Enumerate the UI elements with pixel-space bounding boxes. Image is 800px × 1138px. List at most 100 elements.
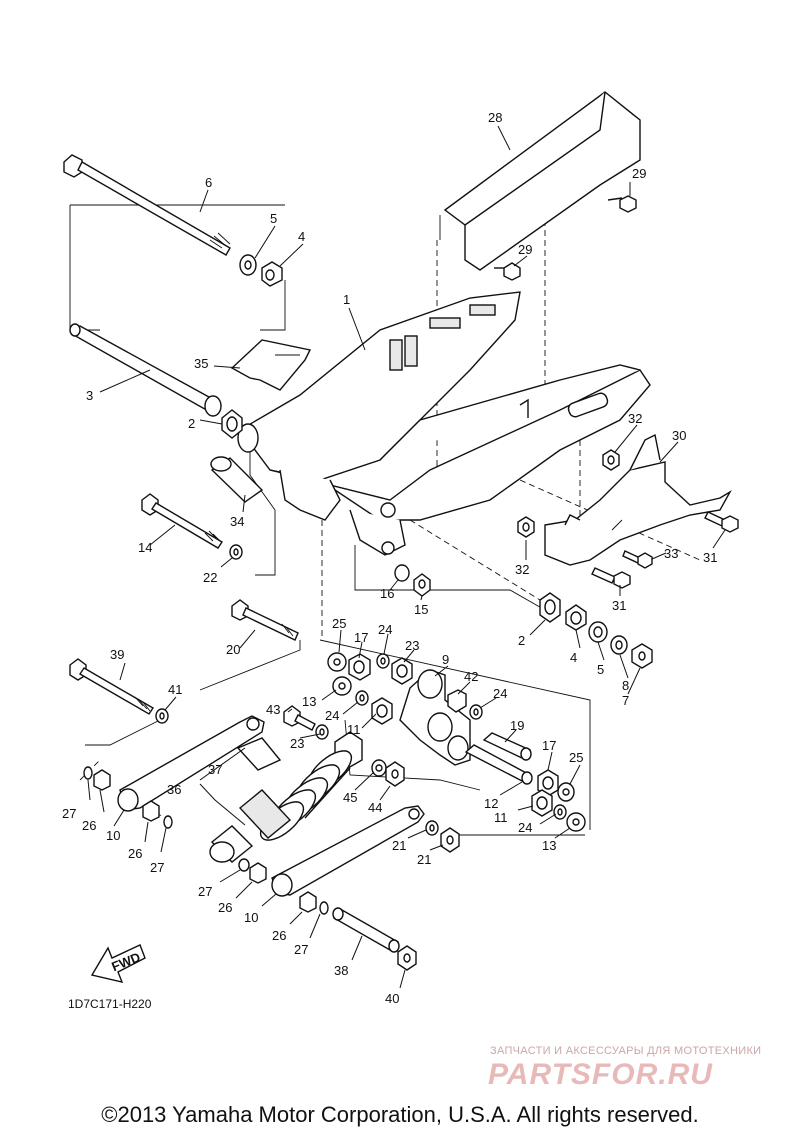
part-chain-guard-lower	[544, 433, 732, 566]
callout-25-upper: 25	[332, 616, 346, 631]
part-washer-27-a	[83, 766, 93, 780]
callout-29-upper: 29	[632, 166, 646, 181]
callout-13-upper: 13	[302, 694, 316, 709]
callout-11-lower: 11	[494, 810, 508, 825]
callout-21: 21	[392, 838, 406, 853]
copyright-notice: ©2013 Yamaha Motor Corporation, U.S.A. A…	[101, 1102, 699, 1127]
part-bearing-23	[391, 657, 413, 685]
part-washer-16	[394, 564, 410, 582]
callout-1: 1	[343, 292, 350, 307]
callout-30: 30	[672, 428, 686, 443]
part-pivot-shaft	[69, 323, 222, 417]
callout-4-upper: 4	[298, 229, 305, 244]
part-bolt-31-upper	[704, 511, 739, 533]
callout-27-d: 27	[294, 942, 308, 957]
callout-41: 41	[168, 682, 182, 697]
callout-26-a: 26	[82, 818, 96, 833]
callout-32-upper: 32	[628, 411, 642, 426]
watermark-tagline: ЗАПЧАСТИ И АКСЕССУАРЫ ДЛЯ МОТОТЕХНИКИ	[490, 1045, 762, 1057]
callout-5-right: 5	[597, 662, 604, 677]
callout-43: 43	[266, 702, 280, 717]
callout-2-right: 2	[518, 633, 525, 648]
callout-6: 6	[205, 175, 212, 190]
callout-26-c: 26	[218, 900, 232, 915]
part-screw-29-upper	[607, 195, 637, 213]
part-rear-shock	[209, 731, 363, 863]
callout-5-upper: 5	[270, 211, 277, 226]
part-pivot-cover	[210, 456, 264, 503]
part-washer-27-c	[238, 858, 250, 872]
callout-22-upper: 22	[203, 570, 217, 585]
part-bearing-11-lower	[531, 789, 553, 817]
callout-20: 21	[417, 852, 431, 867]
callout-24-d: 24	[518, 820, 532, 835]
callout-8: 8	[622, 678, 629, 693]
part-pivot-stack-right	[539, 592, 653, 669]
callout-12: 12	[484, 796, 498, 811]
part-washer-27-b	[163, 815, 173, 829]
part-swingarm	[237, 291, 651, 556]
callout-24-c: 24	[325, 708, 339, 723]
callout-38: 38	[334, 963, 348, 978]
callout-26-d: 26	[272, 928, 286, 943]
part-washer-41	[155, 708, 169, 724]
callout-29-lower: 29	[518, 242, 532, 257]
callout-3: 3	[86, 388, 93, 403]
part-bearing-left	[221, 409, 243, 439]
part-washer-27-d	[319, 901, 329, 915]
part-bolt-14	[141, 493, 223, 549]
callout-40: 40	[385, 991, 399, 1006]
callout-11-upper: 11	[347, 722, 361, 737]
part-washer-24-right	[469, 704, 483, 720]
callout-27-c: 27	[198, 884, 212, 899]
part-collar-26-b	[142, 800, 160, 822]
fwd-label: FWD	[109, 949, 142, 974]
part-relay-arm	[399, 669, 471, 766]
alignment-lines	[79, 160, 701, 821]
callout-10-lower: 10	[244, 910, 258, 925]
part-collar-13-lower	[566, 812, 586, 832]
callout-labels: 28 29 29 6 5 4 1 35 3 2 34 32 30 31 33 3…	[62, 110, 717, 1006]
part-grommet-32-lower	[517, 516, 535, 538]
part-collar-42	[447, 689, 467, 713]
fwd-arrow-icon: FWD	[90, 944, 146, 983]
part-bolt-31-lower	[591, 567, 631, 589]
part-collar-18	[482, 732, 532, 761]
callout-28: 28	[488, 110, 502, 125]
callout-14: 14	[138, 540, 152, 555]
part-washers-upper	[239, 254, 283, 287]
callout-35: 35	[194, 356, 208, 371]
callout-2-left: 2	[188, 416, 195, 431]
callout-15: 15	[414, 602, 428, 617]
part-bolt-33	[622, 550, 653, 569]
callout-25-lower: 25	[569, 750, 583, 765]
part-collar-26-c	[249, 862, 267, 884]
part-collar-25-lower	[557, 782, 575, 802]
callout-19: 20	[226, 642, 240, 657]
callout-22-lower: 23	[290, 736, 304, 751]
callout-10-upper: 10	[106, 828, 120, 843]
part-washer-22-lower	[315, 724, 329, 740]
watermark-logo: PARTSFOR.RU	[488, 1058, 713, 1091]
callout-18: 19	[510, 718, 524, 733]
callout-31-upper: 31	[703, 550, 717, 565]
callout-39: 39	[110, 647, 124, 662]
callout-32-lower: 32	[515, 562, 529, 577]
part-chain-guard	[443, 91, 641, 271]
callout-42: 42	[464, 669, 478, 684]
part-nut-15	[413, 573, 431, 597]
part-washer-21	[425, 820, 439, 836]
callout-36: 36	[167, 782, 181, 797]
callout-45: 45	[343, 790, 357, 805]
callout-27-a: 27	[62, 806, 76, 821]
callout-34: 34	[230, 514, 244, 529]
callout-23: 23	[405, 638, 419, 653]
callout-24-b: 24	[493, 686, 507, 701]
callout-7: 7	[622, 693, 629, 708]
part-grommet-32-upper	[602, 449, 620, 471]
part-screw-29-lower	[494, 262, 521, 281]
part-shock-label	[236, 737, 282, 771]
callout-17-upper: 17	[354, 630, 368, 645]
callout-37: 37	[208, 762, 222, 777]
